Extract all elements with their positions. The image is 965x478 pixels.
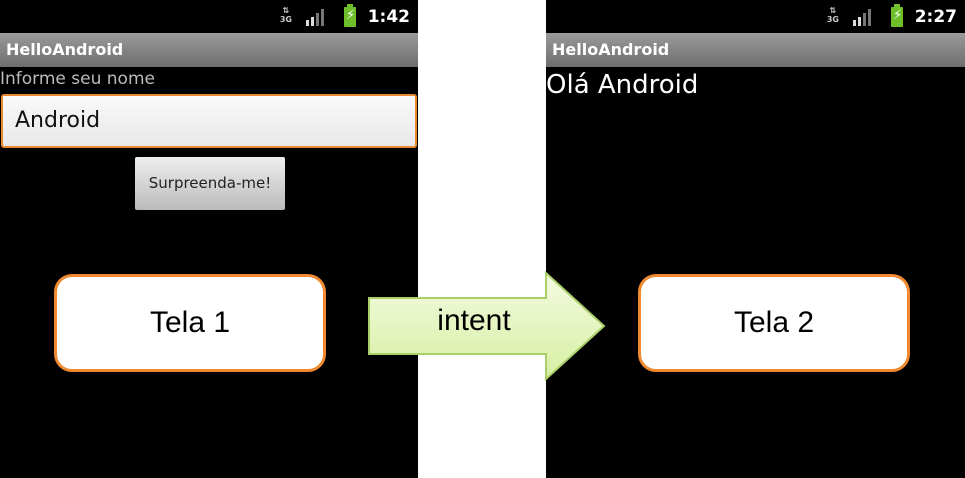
battery-icon: ⚡ <box>891 4 903 27</box>
screen-2: ⇅3G ⚡ 2:27 HelloAndroid Olá Android Tela… <box>546 0 965 478</box>
signal-icon <box>306 9 326 26</box>
name-label: Informe seu nome <box>0 69 155 89</box>
network-3g-icon: ⇅3G <box>279 6 292 24</box>
greeting-text: Olá Android <box>546 70 699 100</box>
app-title-bar: HelloAndroid <box>546 33 965 67</box>
network-3g-icon: ⇅3G <box>826 6 839 24</box>
battery-icon: ⚡ <box>344 4 356 27</box>
clock: 1:42 <box>367 7 410 27</box>
intent-label: intent <box>437 304 511 337</box>
intent-arrow-icon <box>368 270 606 382</box>
clock: 2:27 <box>914 7 957 27</box>
callout-tela-2: Tela 2 <box>638 274 910 372</box>
surprise-button[interactable]: Surpreenda-me! <box>135 157 285 210</box>
app-title-bar: HelloAndroid <box>0 33 418 67</box>
status-bar: ⇅3G ⚡ 1:42 <box>0 0 418 33</box>
screen-1: ⇅3G ⚡ 1:42 HelloAndroid Informe seu nome… <box>0 0 418 478</box>
callout-tela-1: Tela 1 <box>54 274 326 372</box>
name-input[interactable]: Android <box>1 94 417 148</box>
signal-icon <box>853 9 873 26</box>
status-bar: ⇅3G ⚡ 2:27 <box>546 0 965 33</box>
